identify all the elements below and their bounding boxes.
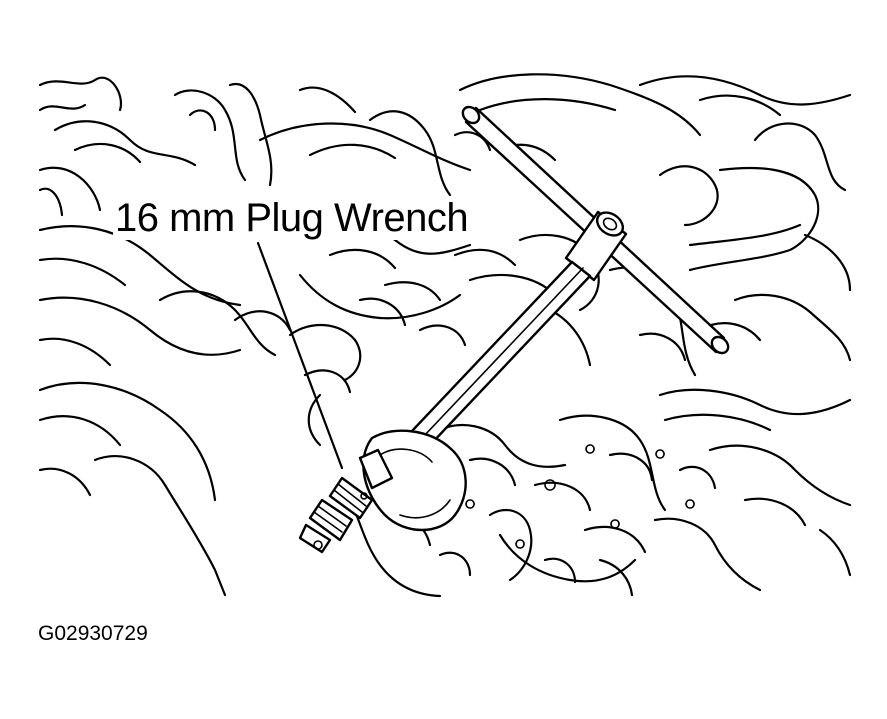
t-handle-plug-wrench-icon xyxy=(358,105,730,532)
callout-label: 16 mm Plug Wrench xyxy=(113,196,471,240)
spark-plug-icon xyxy=(298,476,374,554)
figure-id: G02930729 xyxy=(38,622,148,645)
callout-leader-line xyxy=(256,241,344,470)
engine-outline xyxy=(38,73,852,598)
